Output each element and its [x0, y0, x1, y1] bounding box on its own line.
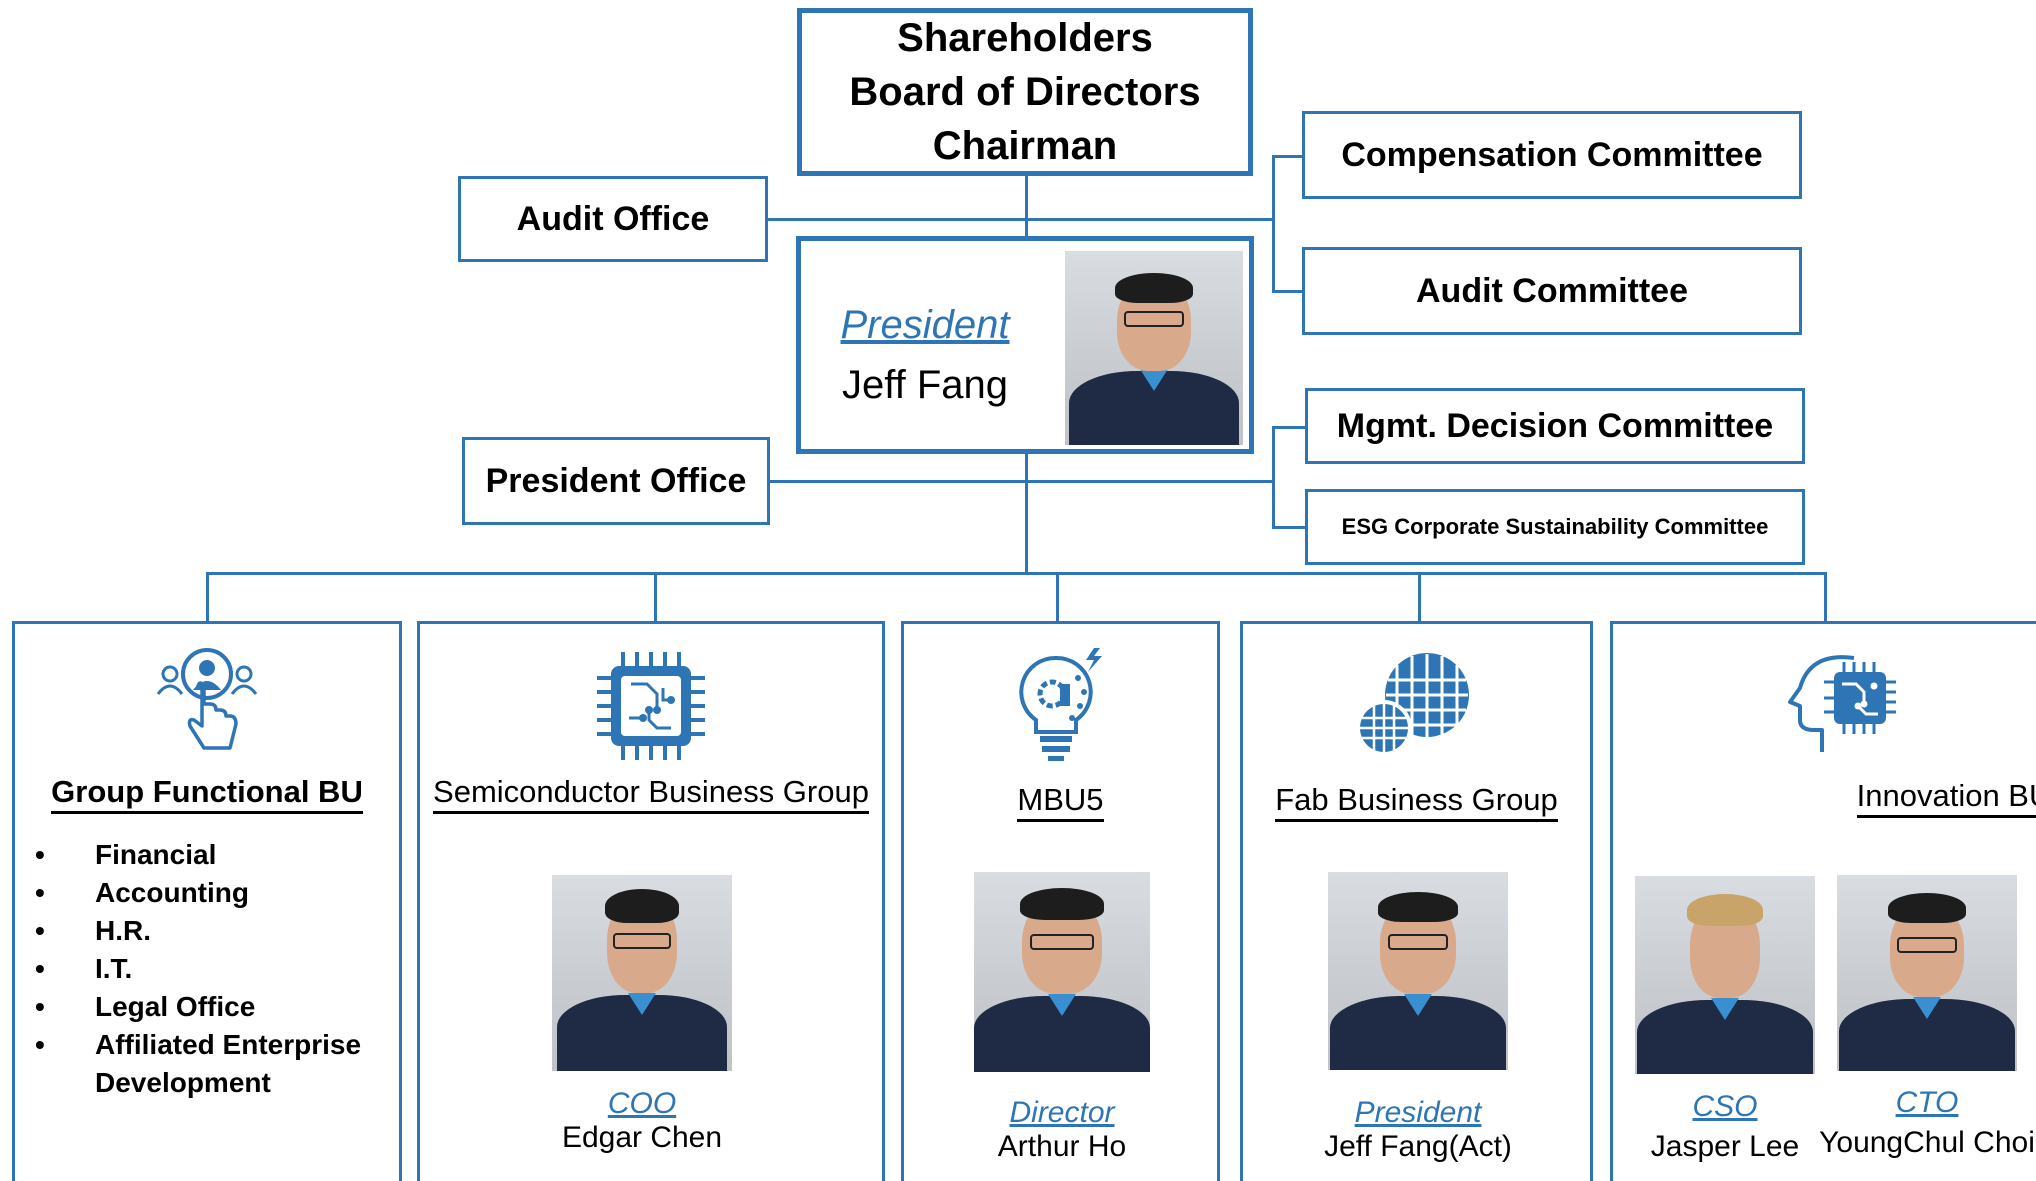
connector-committee-bracket-lower — [1272, 426, 1275, 528]
connector-esg — [1272, 526, 1305, 529]
wafer-icon — [1355, 653, 1469, 756]
director-photo — [974, 872, 1150, 1072]
audit-office-box: Audit Office — [458, 176, 768, 262]
bu-fab: Fab Business Group President Jeff Fang(A… — [1240, 621, 1593, 1181]
list-item: Accounting — [35, 874, 365, 912]
cto-name: YoungChul Choi — [1819, 1126, 2035, 1159]
president-photo — [1065, 251, 1243, 445]
fab-president-photo — [1328, 872, 1508, 1070]
connector-committee-bracket-upper — [1272, 155, 1275, 292]
list-item: H.R. — [35, 912, 365, 950]
compensation-committee-box: Compensation Committee — [1302, 111, 1802, 199]
chip-icon — [597, 652, 705, 760]
fab-president-name: Jeff Fang(Act) — [1324, 1130, 1512, 1163]
board-label: Board of Directors — [849, 70, 1201, 114]
connector-audit-office — [768, 218, 1274, 221]
connector-bu-3 — [1056, 572, 1059, 621]
coo-role: COO — [607, 1087, 677, 1120]
president-box: President Jeff Fang — [796, 236, 1254, 454]
audit-committee-box: Audit Committee — [1302, 247, 1802, 335]
chairman-label: Chairman — [932, 124, 1118, 168]
president-name: Jeff Fang — [841, 363, 1009, 407]
lightbulb-gear-icon — [1018, 648, 1102, 761]
fab-president-role: President — [1354, 1096, 1482, 1129]
connector-president-down — [1025, 454, 1028, 574]
connector-compensation — [1272, 155, 1302, 158]
coo-photo — [552, 875, 732, 1071]
list-item: Affiliated Enterprise Development — [35, 1026, 365, 1102]
people-touch-icon — [156, 648, 258, 750]
bu-group-functional: Group Functional BU Financial Accounting… — [12, 621, 402, 1181]
connector-president-office — [770, 480, 1274, 483]
director-name: Arthur Ho — [997, 1130, 1127, 1163]
bu-mbu5: MBU5 Director Arthur Ho — [901, 621, 1220, 1181]
president-title: President — [840, 303, 1010, 347]
ai-head-icon — [1788, 655, 1896, 752]
cso-photo — [1635, 876, 1815, 1074]
connector-mgmt — [1272, 426, 1305, 429]
list-item: Legal Office — [35, 988, 365, 1026]
connector-bu-4 — [1418, 572, 1421, 621]
president-office-box: President Office — [462, 437, 770, 525]
director-role: Director — [1009, 1096, 1115, 1129]
bu-semiconductor: Semiconductor Business Group COO Edgar C… — [417, 621, 885, 1181]
mgmt-decision-committee-box: Mgmt. Decision Committee — [1305, 388, 1805, 464]
connector-bu-5 — [1824, 572, 1827, 621]
bu-title: MBU5 — [904, 782, 1217, 822]
function-list: Financial Accounting H.R. I.T. Legal Off… — [35, 836, 365, 1102]
list-item: Financial — [35, 836, 365, 874]
connector-audit-committee — [1272, 290, 1302, 293]
cto-role: CTO — [1895, 1086, 1959, 1119]
cso-role: CSO — [1692, 1090, 1758, 1123]
cto-photo — [1837, 875, 2017, 1071]
connector-bu-2 — [654, 572, 657, 621]
bu-innovation: Innovation BU CSO Jasper Lee CTO YoungCh… — [1610, 621, 2036, 1181]
bu-title: Group Functional BU — [15, 774, 399, 814]
connector-top-to-president — [1025, 176, 1028, 236]
esg-committee-box: ESG Corporate Sustainability Committee — [1305, 489, 1805, 565]
cso-name: Jasper Lee — [1650, 1130, 1800, 1163]
bu-title: Semiconductor Business Group — [420, 774, 882, 814]
connector-bu-horizontal — [206, 572, 1827, 575]
shareholders-board-box: Shareholders Board of Directors Chairman — [797, 8, 1253, 176]
connector-bu-1 — [206, 572, 209, 621]
bu-title: Innovation BU — [1743, 778, 2036, 818]
shareholders-label: Shareholders — [897, 16, 1153, 60]
bu-title: Fab Business Group — [1243, 782, 1590, 822]
list-item: I.T. — [35, 950, 365, 988]
coo-name: Edgar Chen — [561, 1121, 723, 1154]
